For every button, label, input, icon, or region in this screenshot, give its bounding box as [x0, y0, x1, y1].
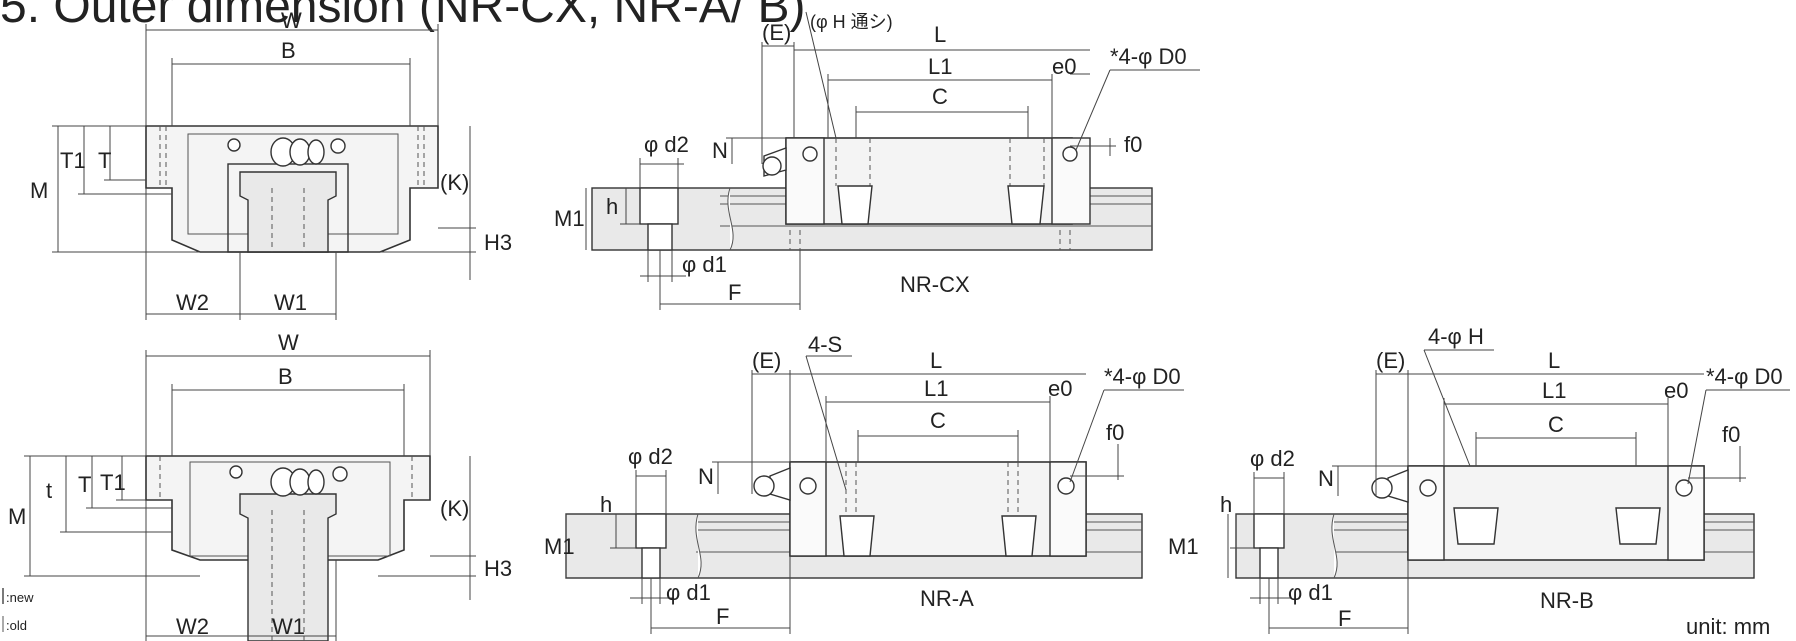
nr-b-d0-label: *4-φ D0: [1706, 364, 1783, 389]
nr-b-l1-label: L1: [1542, 378, 1566, 403]
nr-cx-d0-label: *4-φ D0: [1110, 44, 1187, 69]
nr-cx-l1-label: L1: [928, 54, 952, 79]
front-bottom-k-label: (K): [440, 496, 469, 521]
page-title: 5. Outer dimension (NR-CX, NR-A/ B): [0, 0, 806, 33]
nr-b-f-label: F: [1338, 606, 1351, 631]
nr-cx-l-label: L: [934, 22, 946, 47]
legend-new-label: :new: [6, 590, 34, 605]
front-top-k-label: (K): [440, 170, 469, 195]
nr-cx-side-view: (E) (φ H 通シ) L L1 e0 *4-φ D0 C N f0 φ d2: [554, 11, 1200, 310]
nr-a-h-label: h: [600, 492, 612, 517]
front-bottom-h3-label: H3: [484, 556, 512, 581]
nr-b-e0-label: e0: [1664, 378, 1688, 403]
front-top-t-label: T: [98, 148, 111, 173]
nr-a-e-label: (E): [752, 348, 781, 373]
front-top-h3-label: H3: [484, 230, 512, 255]
nr-a-side-view: (E) 4-S L L1 e0 *4-φ D0 C N f0 φ d2 h M1: [544, 332, 1184, 634]
nr-cx-c-label: C: [932, 84, 948, 109]
legend-old-label: :old: [6, 618, 27, 633]
front-bottom-t-label: T: [78, 472, 91, 497]
front-bottom-t1-label: T1: [100, 470, 126, 495]
nr-b-e-label: (E): [1376, 348, 1405, 373]
front-bottom-w1-label: W1: [272, 614, 305, 639]
front-top-screw-hole: [227, 138, 241, 152]
nr-cx-right-hole: [1062, 146, 1078, 162]
nr-a-model-label: NR-A: [920, 586, 974, 611]
nr-cx-left-hole: [802, 146, 818, 162]
nr-cx-f-label: F: [728, 280, 741, 305]
nr-cx-counterbore: [639, 187, 679, 225]
nr-a-counterbore: [635, 513, 667, 549]
front-top-rail: [239, 171, 337, 253]
nr-a-m1-label: M1: [544, 534, 575, 559]
nr-cx-e0-label: e0: [1052, 54, 1076, 79]
front-bottom-rail: [239, 493, 337, 641]
nr-b-f0-label: f0: [1722, 422, 1740, 447]
nr-b-d2-label: φ d2: [1250, 446, 1295, 471]
nr-cx-n-label: N: [712, 138, 728, 163]
front-bottom-w2-label: W2: [176, 614, 209, 639]
unit-label: unit: mm: [1686, 614, 1770, 639]
nr-b-right-hole: [1675, 479, 1693, 497]
nr-a-f0-label: f0: [1106, 420, 1124, 445]
nr-a-e0-label: e0: [1048, 376, 1072, 401]
nr-b-h-small-label: h: [1220, 492, 1232, 517]
front-view-bottom: W B M t T T1 (K) H3 W2 W: [8, 330, 512, 641]
front-top-w1-label: W1: [274, 290, 307, 315]
nr-cx-e-label: (E): [762, 20, 791, 45]
nr-cx-model-label: NR-CX: [900, 272, 970, 297]
front-top-t1-label: T1: [60, 148, 86, 173]
front-bottom-m-label: M: [8, 504, 26, 529]
nr-b-m1-label: M1: [1168, 534, 1199, 559]
nr-cx-m1-label: M1: [554, 206, 585, 231]
nr-a-d2-label: φ d2: [628, 444, 673, 469]
front-top-m-label: M: [30, 178, 48, 203]
front-top-w-label: W: [281, 8, 302, 33]
front-bottom-b-label: B: [278, 364, 293, 389]
nr-b-counterbore: [1253, 513, 1285, 549]
front-bottom-w-label: W: [278, 330, 299, 355]
nr-b-n-label: N: [1318, 466, 1334, 491]
nr-cx-h-small-label: h: [606, 194, 618, 219]
nr-a-c-label: C: [930, 408, 946, 433]
nr-a-right-hole: [1057, 477, 1075, 495]
nr-b-left-hole: [1419, 479, 1437, 497]
nr-cx-d1-label: φ d1: [682, 252, 727, 277]
front-top-b-label: B: [281, 38, 296, 63]
nr-a-left-hole: [799, 477, 817, 495]
nr-a-s-label: 4-S: [808, 332, 842, 357]
nr-cx-f0-label: f0: [1124, 132, 1142, 157]
nr-a-block: [789, 461, 1087, 557]
nr-a-f-label: F: [716, 604, 729, 629]
nr-b-d1-label: φ d1: [1288, 580, 1333, 605]
nr-b-l-label: L: [1548, 348, 1560, 373]
front-bottom-t-small-label: t: [46, 478, 52, 503]
nr-a-d1-label: φ d1: [666, 580, 711, 605]
nr-a-d0-label: *4-φ D0: [1104, 364, 1181, 389]
nr-b-model-label: NR-B: [1540, 588, 1594, 613]
nr-b-h-label: 4-φ H: [1428, 324, 1484, 349]
legend: :new :old: [2, 588, 34, 633]
front-view-top: W B M T1 T (K) H3 W2 W1: [30, 8, 512, 320]
nr-b-c-label: C: [1548, 412, 1564, 437]
front-top-w2-label: W2: [176, 290, 209, 315]
nr-cx-h-label: (φ H 通シ): [810, 12, 893, 32]
nr-cx-d2-label: φ d2: [644, 132, 689, 157]
nr-a-n-label: N: [698, 464, 714, 489]
nr-a-l-label: L: [930, 348, 942, 373]
nr-a-l1-label: L1: [924, 376, 948, 401]
nr-b-side-view: (E) 4-φ H L L1 e0 *4-φ D0 C N f0 φ d2 h …: [1168, 324, 1790, 634]
